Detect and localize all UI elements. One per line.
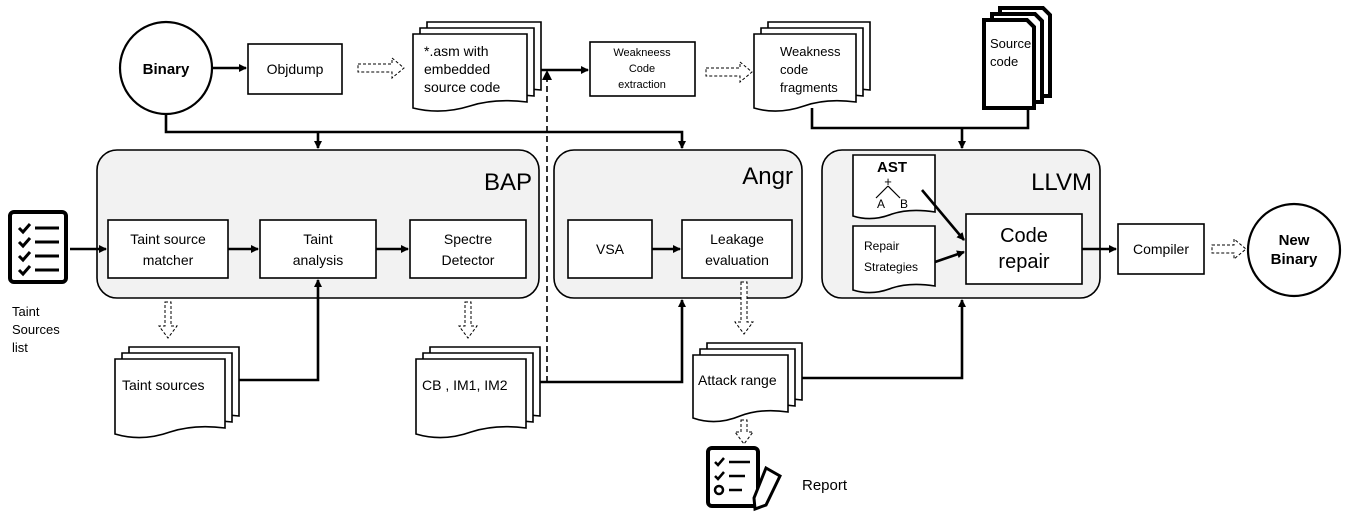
asm-line-1: *.asm with — [424, 43, 489, 59]
weakness-extract-line-2: Code — [629, 63, 655, 75]
le-line-1: Leakage — [710, 231, 764, 247]
report-label: Report — [802, 477, 848, 494]
hollow-arrow-spectre-cbim — [458, 301, 478, 339]
new-binary-line-1: New — [1279, 232, 1310, 249]
compiler-label: Compiler — [1133, 241, 1189, 257]
asm-document: *.asm with embedded source code — [412, 21, 542, 112]
objdump-label: Objdump — [267, 61, 324, 77]
compiler-box: Compiler — [1117, 223, 1205, 275]
ta-line-1: Taint — [303, 231, 333, 247]
hollow-arrow-attack-report — [734, 419, 754, 445]
code-repair-box: Code repair — [965, 213, 1083, 285]
llvm-label: LLVM — [1031, 169, 1092, 196]
ast-a: A — [877, 197, 885, 211]
weakness-extract-line-1: Weakneess — [613, 47, 671, 59]
sd-line-2: Detector — [442, 252, 495, 268]
taint-source-matcher-box: Taint source matcher — [107, 219, 229, 279]
ast-label: AST — [877, 159, 907, 176]
asm-line-2: embedded — [424, 61, 490, 77]
hollow-arrow-objdump-asm — [357, 56, 405, 80]
spectre-detector-box: Spectre Detector — [409, 219, 527, 279]
rs-line-2: Strategies — [864, 260, 918, 274]
taint-sources-list-line-3: list — [12, 340, 28, 355]
taint-sources-list-line-2: Sources — [12, 322, 60, 337]
ast-document: AST + A B — [852, 154, 936, 220]
tsm-line-1: Taint source — [130, 231, 206, 247]
taint-sources-list-line-1: Taint — [12, 304, 40, 319]
edge-binary-angr — [164, 114, 686, 149]
checklist-icon — [8, 210, 68, 284]
attack-range-label: Attack range — [698, 372, 777, 388]
weakness-frag-line-3: fragments — [780, 80, 838, 95]
asm-line-3: source code — [424, 79, 500, 95]
attack-range-document: Attack range — [692, 342, 803, 423]
ast-b: B — [900, 197, 908, 211]
vsa-label: VSA — [596, 241, 625, 257]
edge-taintsources-analysis — [239, 279, 322, 382]
repair-strategies-document: Repair Strategies — [852, 225, 936, 294]
weakness-frag-line-1: Weakness — [780, 44, 841, 59]
rs-line-1: Repair — [864, 239, 899, 253]
leakage-evaluation-box: Leakage evaluation — [681, 219, 793, 279]
vsa-box: VSA — [567, 219, 653, 279]
binary-label: Binary — [143, 61, 190, 78]
source-code-document: Source code — [982, 6, 1052, 110]
taint-sources-label: Taint sources — [122, 377, 204, 393]
taint-analysis-box: Taint analysis — [259, 219, 377, 279]
hollow-arrow-extraction-fragments — [705, 60, 753, 84]
hollow-arrow-leakage-attack — [734, 281, 754, 335]
edge-ast-repair — [921, 189, 965, 241]
binary-node: Binary — [118, 20, 214, 116]
new-binary-node: New Binary — [1246, 202, 1342, 298]
report-pencil-icon — [706, 446, 782, 512]
cb-im-label: CB , IM1, IM2 — [422, 377, 508, 393]
cr-line-2: repair — [998, 251, 1049, 273]
edge-fragments-source — [810, 108, 1030, 130]
cr-line-1: Code — [1000, 225, 1048, 247]
source-code-line-1: Source — [990, 36, 1031, 51]
edge-cbim-angr — [540, 299, 686, 384]
weakness-extract-line-3: extraction — [618, 79, 666, 91]
ast-plus: + — [884, 174, 892, 189]
ta-line-2: analysis — [293, 252, 344, 268]
weakness-frag-line-2: code — [780, 62, 808, 77]
hollow-arrow-matcher-taintsources — [158, 301, 178, 339]
le-line-2: evaluation — [705, 252, 769, 268]
new-binary-line-2: Binary — [1271, 251, 1318, 268]
angr-label: Angr — [742, 163, 793, 190]
sd-line-1: Spectre — [444, 231, 492, 247]
weakness-extraction-box: Weakneess Code extraction — [589, 41, 696, 97]
objdump-box: Objdump — [247, 43, 343, 95]
tsm-line-2: matcher — [143, 252, 194, 268]
edge-strategies-repair — [934, 250, 965, 264]
hollow-arrow-compiler-newbinary — [1211, 237, 1247, 261]
dashed-arrowhead — [542, 70, 552, 80]
cb-im-document: CB , IM1, IM2 — [415, 346, 541, 439]
taint-sources-document: Taint sources — [114, 346, 240, 439]
edge-attack-llvm — [802, 299, 966, 380]
bap-label: BAP — [484, 169, 532, 196]
source-code-line-2: code — [990, 54, 1018, 69]
weakness-fragments-document: Weakness code fragments — [753, 21, 871, 112]
